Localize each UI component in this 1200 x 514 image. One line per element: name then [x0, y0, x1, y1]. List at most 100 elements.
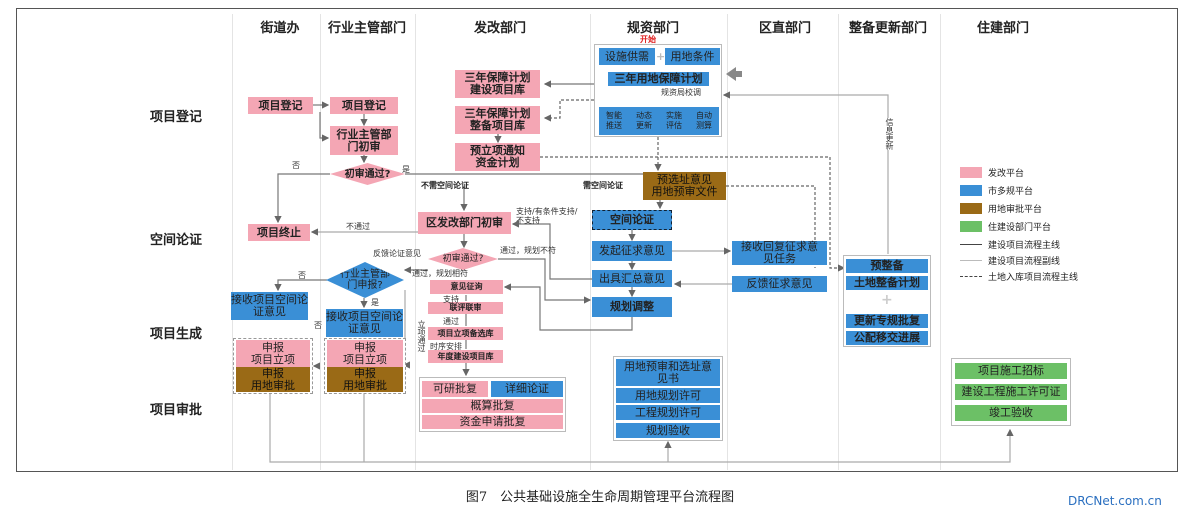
plan-adjustment: 规划调整 [592, 297, 672, 317]
industry-pass-decision: 初审通过? [330, 163, 405, 185]
approval-group: 可研批复 详细论证 概算批复 资金申请批复 [419, 377, 566, 432]
permit: 工程规划许可 [616, 405, 720, 420]
edge-label: 反馈论证意见 [373, 249, 421, 258]
divider [727, 14, 728, 470]
industry-apply-group: 申报 项目立项 申报 用地审批 [324, 338, 406, 394]
divider [232, 14, 233, 470]
column-header: 规资部门 [626, 21, 679, 36]
project-terminate: 项目终止 [248, 224, 310, 241]
edge-label: 立项通过 [417, 320, 426, 352]
column-header: 区直部门 [758, 21, 811, 36]
plus-icon: + [881, 292, 893, 308]
apply-project: 申报 项目立项 [327, 340, 403, 367]
annual-library: 年度建设项目库 [428, 350, 503, 363]
row-label: 项目登记 [150, 110, 203, 125]
facility-supply: 设施供需 [599, 48, 655, 65]
industry-review: 行业主管部门初审 [330, 126, 398, 155]
edge-label: 通过 [443, 317, 459, 326]
housing-group: 项目施工招标 建设工程施工许可证 竣工验收 [951, 358, 1071, 426]
column-header: 住建部门 [976, 21, 1029, 36]
row-label: 项目审批 [150, 403, 203, 418]
divider [590, 14, 591, 470]
row-label: 项目生成 [150, 327, 203, 342]
plus-icon: + [656, 50, 666, 63]
permit: 用地规划许可 [616, 388, 720, 403]
divider [415, 14, 416, 470]
edge-label: 是 [402, 165, 410, 174]
start-label: 开始 [640, 35, 656, 44]
divider [320, 14, 321, 470]
edge-label: 通过，规划相符 [412, 269, 468, 278]
edge-label: 否 [298, 271, 306, 280]
permit: 规划验收 [616, 423, 720, 438]
summary-opinion: 出具汇总意见 [592, 270, 672, 287]
row-label: 空间论证 [150, 233, 203, 248]
apply-land: 申报 用地审批 [236, 367, 310, 392]
legend-item: 用地审批平台 [960, 202, 1042, 215]
legend-line: 建设项目流程主线 [960, 238, 1060, 251]
info-update-label: 信息更新 [884, 118, 895, 150]
apply-land: 申报 用地审批 [327, 367, 403, 392]
three-year-land-plan: 三年用地保障计划 [608, 72, 709, 86]
feature-row: 智能 推送 动态 更新 实施 评估 自动 测算 [599, 107, 719, 135]
candidate-library: 项目立项备选库 [428, 327, 503, 340]
edge-label: 支持/有条件支持/ 不支持 [516, 207, 578, 225]
industry-receive-opinion: 接收项目空间论证意见 [326, 309, 403, 337]
legend-item: 住建设部门平台 [960, 220, 1051, 233]
column-header: 发改部门 [473, 21, 526, 36]
receive-solicit-task: 接收回复征求意见任务 [732, 241, 827, 265]
legend-line: 建设项目流程副线 [960, 254, 1060, 267]
divider [838, 14, 839, 470]
column-header: 整备更新部门 [848, 21, 927, 36]
feature: 实施 评估 [666, 111, 682, 130]
renewal-item: 公配移交进展 [846, 331, 928, 345]
feedback-opinion: 反馈征求意见 [732, 276, 827, 292]
three-year-build-library: 三年保障计划 建设项目库 [455, 70, 540, 98]
street-receive-opinion: 接收项目空间论证意见 [231, 292, 308, 320]
feature: 动态 更新 [636, 111, 652, 130]
joint-review: 联评联审 [428, 302, 503, 314]
street-register: 项目登记 [248, 97, 313, 114]
apply-project: 申报 项目立项 [236, 340, 310, 367]
column-header: 行业主管部门 [327, 21, 406, 36]
legend-item: 发改平台 [960, 166, 1024, 179]
permits-group: 用地预审和选址意见书 用地规划许可 工程规划许可 规划验收 [613, 356, 723, 441]
industry-register: 项目登记 [330, 97, 398, 114]
calibration-note: 规资局校调 [661, 88, 701, 97]
edge-label: 支持 [443, 295, 459, 304]
feasibility-approval: 可研批复 [422, 381, 488, 397]
renewal-item: 更新专规批复 [846, 314, 928, 328]
land-condition: 用地条件 [665, 48, 720, 65]
solicit-opinion: 发起征求意见 [592, 241, 672, 261]
edge-label: 时序安排 [430, 342, 462, 351]
feature: 智能 推送 [606, 111, 622, 130]
legend-line: 土地入库项目流程主线 [960, 270, 1078, 283]
edge-label: 需空间论证 [583, 181, 623, 190]
three-year-prep-library: 三年保障计划 整备项目库 [455, 106, 540, 134]
edge-label: 不通过 [346, 222, 370, 231]
housing-item: 竣工验收 [955, 405, 1067, 421]
edge-label: 是 [371, 298, 379, 307]
street-apply-group: 申报 项目立项 申报 用地审批 [233, 338, 313, 394]
column-header: 街道办 [260, 21, 300, 36]
pre-project-notice: 预立项通知 资金计划 [455, 143, 540, 171]
figure-caption: 图7 公共基础设施全生命周期管理平台流程图 [465, 490, 735, 505]
legend-item: 市多规平台 [960, 184, 1033, 197]
renewal-item: 预整备 [846, 259, 928, 273]
fagai-pass-decision: 初审通过? [428, 248, 498, 270]
divider [940, 14, 941, 470]
permit: 用地预审和选址意见书 [616, 359, 720, 386]
edge-label: 通过，规划不符 [500, 246, 556, 255]
detailed-argument: 详细论证 [491, 381, 563, 397]
watermark: DRCNet.com.cn [1068, 494, 1162, 508]
fund-approval: 资金申请批复 [422, 415, 563, 429]
edge-label: 否 [314, 321, 322, 330]
spatial-argument: 空间论证 [592, 210, 672, 230]
gray-arrow-icon [726, 67, 742, 81]
diagram-frame [16, 8, 1178, 472]
edge-label: 否 [292, 161, 300, 170]
planning-container: 设施供需 + 用地条件 三年用地保障计划 规资局校调 智能 推送 动态 更新 实… [594, 44, 722, 137]
housing-item: 建设工程施工许可证 [955, 384, 1067, 400]
